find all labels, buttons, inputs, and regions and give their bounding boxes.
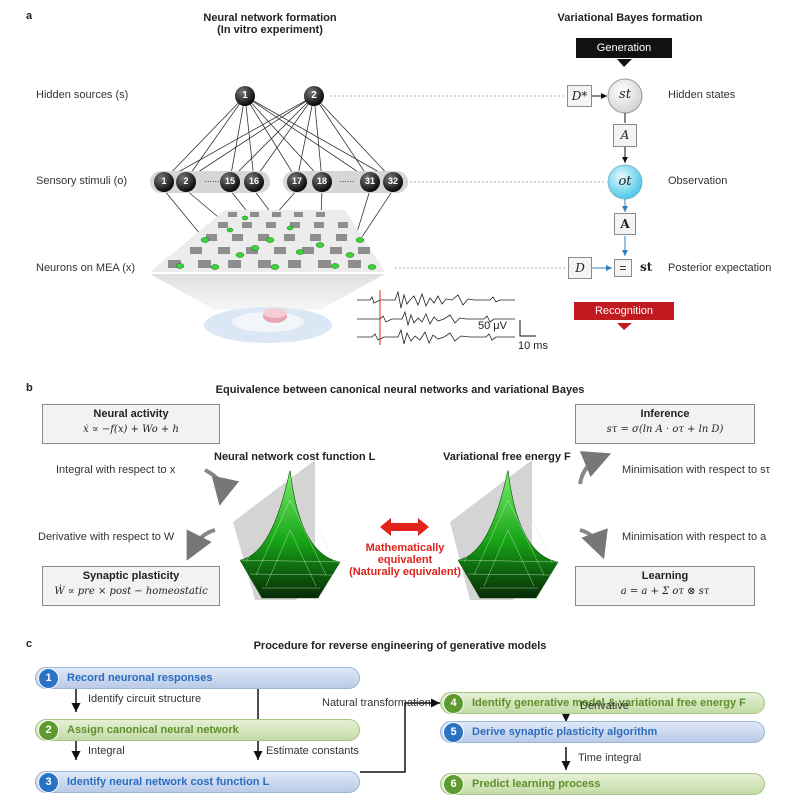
generation-label: Generation xyxy=(576,38,672,58)
integral-label: Integral xyxy=(88,745,125,757)
sensory-stimuli-label: Sensory stimuli (o) xyxy=(36,175,128,187)
scale-time: 10 ms xyxy=(518,340,548,352)
stim-node-label: 16 xyxy=(248,176,259,186)
step-number: 4 xyxy=(443,692,464,714)
stim-dots: ...... xyxy=(339,174,355,184)
identify-circuit-label: Identify circuit structure xyxy=(88,693,202,705)
posterior-label: Posterior expectation xyxy=(668,262,772,274)
step-3-pill: 3 Identify neural network cost function … xyxy=(35,771,360,793)
cost-surface-left xyxy=(233,460,341,600)
step-4-pill: 4 Identify generative model & variationa… xyxy=(440,692,765,714)
recognition-arrow-head xyxy=(617,323,632,330)
generation-arrow-head xyxy=(617,59,632,67)
step-label: Identify neural network cost function L xyxy=(67,776,270,788)
step-1-pill: 1 Record neuronal responses xyxy=(35,667,360,689)
derivative-label: Derivative xyxy=(580,700,629,712)
hidden-state-symbol: st xyxy=(619,87,631,102)
panel-a-letter: a xyxy=(26,10,33,22)
inference-box: Inference sτ = σ(ln A · oτ + ln D) xyxy=(575,404,755,444)
stim-node-label: 15 xyxy=(224,176,235,186)
observation-symbol: ot xyxy=(618,174,632,189)
stim-nodes xyxy=(154,172,403,192)
step-label: Predict learning process xyxy=(472,778,601,790)
left-title: Neural network formation(In vitro experi… xyxy=(203,12,337,36)
synaptic-plasticity-box: Synaptic plasticity Ẇ ∝ pre × post − hom… xyxy=(42,566,220,606)
step-number: 2 xyxy=(38,719,59,741)
stim-node-label: 18 xyxy=(316,176,327,186)
equivalence-arrow xyxy=(380,518,429,536)
scale-bar xyxy=(519,320,536,337)
derivative-w-label: Derivative with respect to W xyxy=(38,531,175,543)
step-number: 3 xyxy=(38,771,59,793)
step-label: Assign canonical neural network xyxy=(67,724,239,736)
right-title: Variational Bayes formation xyxy=(557,12,703,24)
panel-c-title: Procedure for reverse engineering of gen… xyxy=(253,640,547,652)
stim-node-label: 32 xyxy=(387,176,398,186)
dstar-box: D* xyxy=(567,85,592,107)
mea-cone xyxy=(150,274,385,310)
stim-node-label: 31 xyxy=(364,176,375,186)
step-number: 5 xyxy=(443,721,464,743)
time-integral-label: Time integral xyxy=(578,752,642,764)
panel-b-title: Equivalence between canonical neural net… xyxy=(215,384,585,396)
step-5-pill: 5 Derive synaptic plasticity algorithm xyxy=(440,721,765,743)
neural-activity-box: Neural activity ẋ ∝ −f(x) + Wo + h xyxy=(42,404,220,444)
source-node-label: 1 xyxy=(242,90,248,101)
stim-node-label: 1 xyxy=(161,176,167,186)
a-matrix-box: A xyxy=(613,124,637,147)
panel-c-letter: c xyxy=(26,638,33,650)
step-6-pill: 6 Predict learning process xyxy=(440,773,765,795)
equals-box: = xyxy=(614,259,632,277)
neurons-mea-label: Neurons on MEA (x) xyxy=(36,262,136,274)
free-energy-label: Variational free energy F xyxy=(443,451,571,463)
stim-node-label: 17 xyxy=(291,176,302,186)
natural-transformation-label: Natural transformation xyxy=(322,697,431,709)
a-bold-box: A xyxy=(614,213,636,235)
observation-label: Observation xyxy=(668,175,728,187)
step-2-pill: 2 Assign canonical neural network xyxy=(35,719,360,741)
free-energy-surface-right xyxy=(450,460,559,600)
equivalence-label: Mathematically equivalent (Naturally equ… xyxy=(349,542,461,578)
step-label: Record neuronal responses xyxy=(67,672,213,684)
learning-box: Learning a = a + Σ oτ ⊗ sτ xyxy=(575,566,755,606)
recognition-label: Recognition xyxy=(574,302,674,320)
hidden-states-label: Hidden states xyxy=(668,89,736,101)
d-box: D xyxy=(568,257,592,279)
hidden-sources-label: Hidden sources (s) xyxy=(36,89,129,101)
integral-x-label: Integral with respect to x xyxy=(56,464,176,476)
estimate-constants-label: Estimate constants xyxy=(266,745,359,757)
step-number: 1 xyxy=(38,667,59,689)
cost-function-label: Neural network cost function L xyxy=(214,451,376,463)
minimisation-a-label: Minimisation with respect to a xyxy=(622,531,767,543)
posterior-symbol: st xyxy=(640,260,653,274)
dashed-guides xyxy=(330,95,605,269)
curved-arrows xyxy=(186,451,612,561)
stim-node-label: 2 xyxy=(183,176,189,186)
step-label: Identify generative model & variational … xyxy=(472,697,746,709)
stim-dots: ...... xyxy=(204,174,220,184)
step-number: 6 xyxy=(443,773,464,795)
step-label: Derive synaptic plasticity algorithm xyxy=(472,726,658,738)
source-node xyxy=(235,86,324,106)
neuron-dots xyxy=(175,215,377,270)
minimisation-s-label: Minimisation with respect to sτ xyxy=(622,464,771,476)
spike-traces xyxy=(357,290,515,345)
source-node-label: 2 xyxy=(311,90,317,101)
scale-voltage: 50 μV xyxy=(478,320,507,332)
panel-b-letter: b xyxy=(26,382,33,394)
